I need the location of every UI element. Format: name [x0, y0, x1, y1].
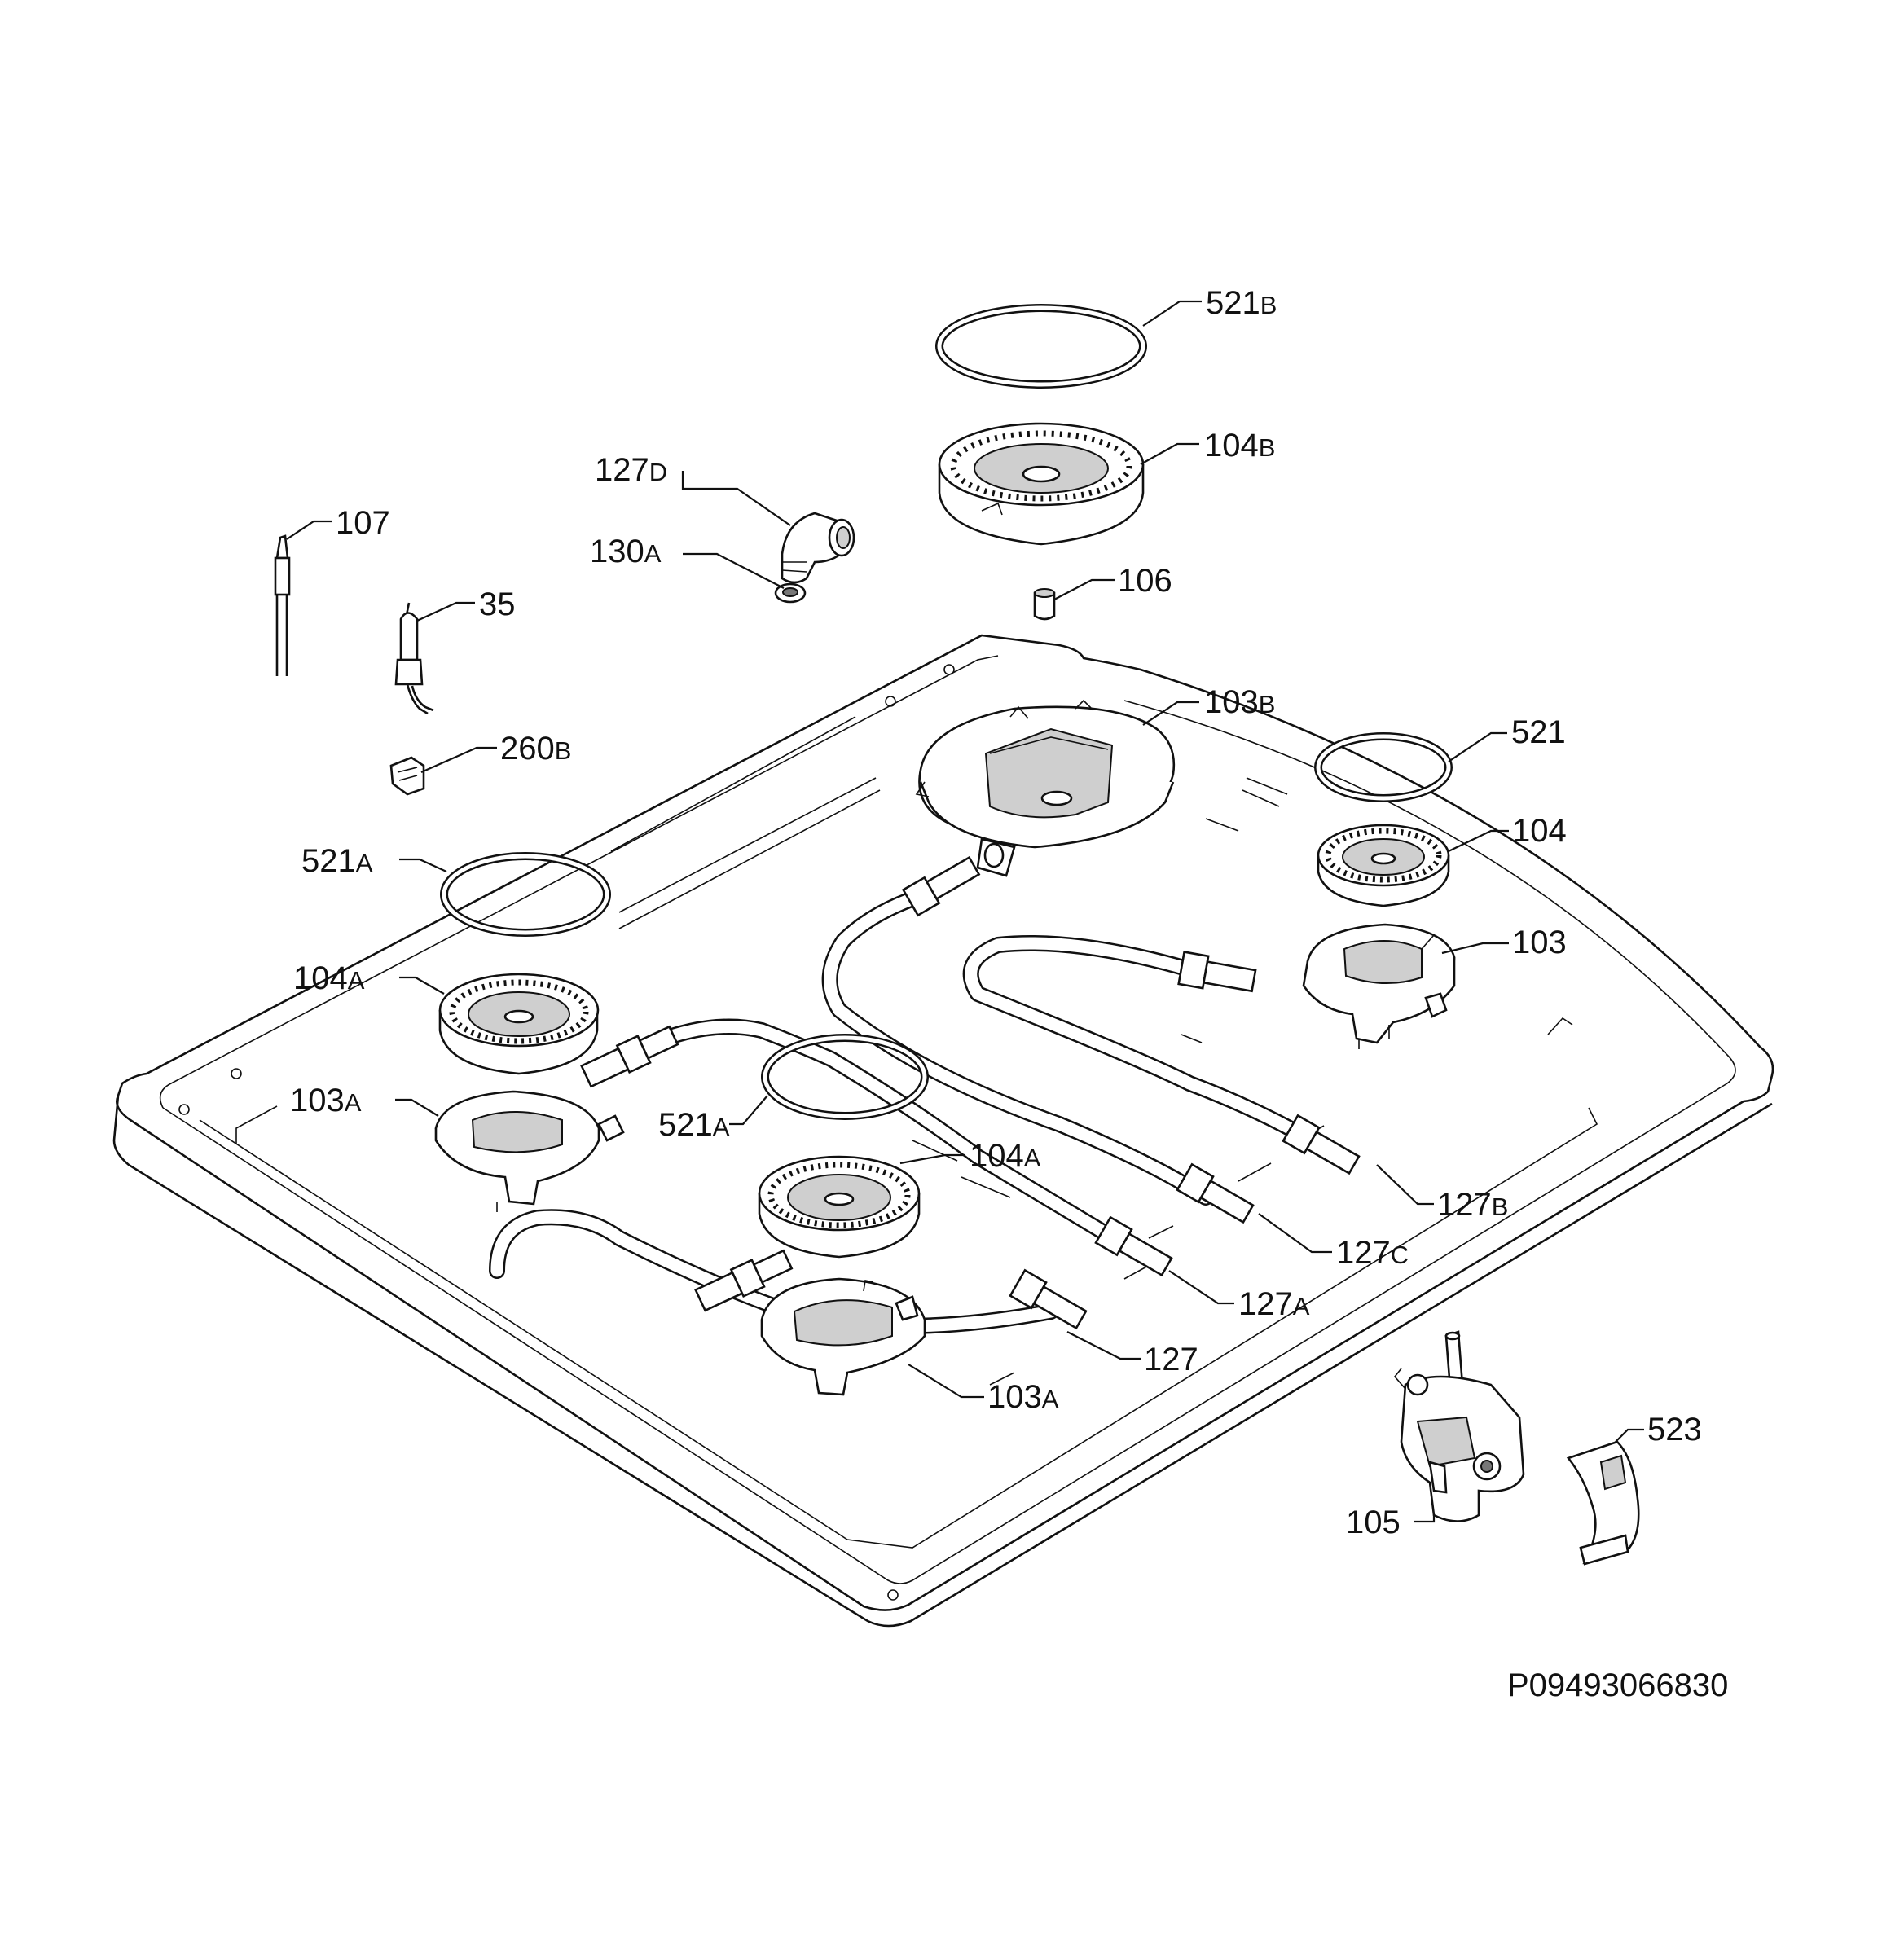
flame-spreader-104a-center [758, 1155, 921, 1259]
burner-base-103b [915, 699, 1176, 877]
callout-127c: 127C [1336, 1235, 1409, 1271]
flame-spreader-104b [938, 422, 1145, 546]
callout-107: 107 [336, 505, 390, 541]
gas-hose-127a [635, 1018, 1149, 1263]
callout-103a-left: 103A [290, 1083, 362, 1118]
gas-hose-127b [962, 935, 1320, 1149]
callout-35: 35 [479, 586, 516, 622]
burner-cap-521a-center [761, 1034, 929, 1120]
burner-base-103 [1302, 923, 1456, 1049]
hose-fittings [580, 855, 1361, 1330]
gas-valve-105 [1393, 1330, 1525, 1522]
drawing-number: P09493066830 [1507, 1667, 1728, 1703]
clip-260b [389, 756, 425, 796]
callout-521a-center: 521A [658, 1107, 730, 1143]
callout-127d: 127D [595, 452, 667, 488]
callout-127b: 127B [1437, 1187, 1508, 1223]
burner-cap-521a-left [440, 852, 611, 937]
flame-spreader-104 [1317, 824, 1450, 907]
callout-labels: 521B 104B 127D 130A 107 35 106 103B 260B… [290, 285, 1702, 1540]
burner-cap-521 [1314, 732, 1453, 802]
flame-spreader-104a-left [438, 973, 600, 1075]
callout-103: 103 [1512, 925, 1567, 960]
callout-521: 521 [1511, 714, 1566, 750]
leader-lines [286, 300, 1644, 1523]
thermocouple-107 [274, 534, 291, 676]
callout-130a: 130A [590, 534, 662, 569]
hob-top-plate [112, 634, 1774, 1628]
knob-clip-523 [1566, 1440, 1640, 1566]
callout-260b: 260B [500, 731, 571, 767]
callout-104a-center: 104A [970, 1138, 1041, 1174]
callout-106: 106 [1118, 563, 1172, 599]
callout-103b: 103B [1204, 684, 1275, 720]
burner-base-103a-center [760, 1277, 926, 1396]
elbow-connector-127d [781, 512, 855, 584]
callout-103a-center: 103A [987, 1379, 1059, 1415]
callout-104a-left: 104A [293, 960, 365, 996]
callout-104: 104 [1512, 813, 1567, 849]
injector-106 [1033, 588, 1056, 621]
callout-521b: 521B [1206, 285, 1277, 321]
callout-521a-left: 521A [301, 843, 373, 879]
spark-electrode-35 [394, 602, 434, 715]
callout-523: 523 [1647, 1412, 1702, 1448]
callout-104b: 104B [1204, 428, 1275, 463]
burner-base-103a-left [434, 1090, 625, 1212]
callout-105: 105 [1346, 1505, 1401, 1540]
callout-127a: 127A [1238, 1286, 1310, 1322]
callout-127: 127 [1144, 1342, 1198, 1377]
burner-cap-521b [935, 304, 1147, 389]
